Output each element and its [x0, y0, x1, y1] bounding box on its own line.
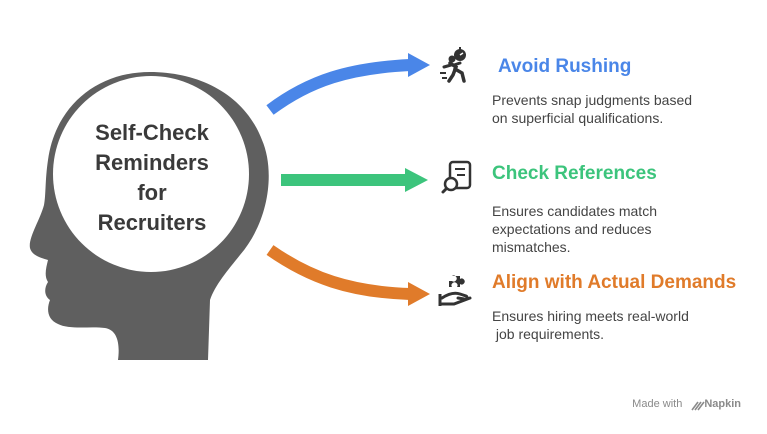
item-desc-avoid-rushing: Prevents snap judgments based on superfi…	[492, 91, 732, 127]
central-title-line: Recruiters	[97, 210, 207, 235]
item-title-check-references: Check References	[492, 163, 657, 184]
desc-line: on superficial qualifications.	[492, 110, 664, 126]
arrow-avoid-rushing	[266, 59, 411, 115]
item-desc-check-references: Ensures candidates match expectations an…	[492, 202, 732, 256]
central-title: Self-Check Reminders for Recruiters	[72, 118, 232, 238]
central-title-line: Self-Check	[95, 120, 209, 145]
desc-line: job requirements.	[492, 326, 605, 342]
napkin-watermark: Made with Napkin	[632, 398, 741, 410]
napkin-brand-label: Napkin	[704, 398, 741, 410]
desc-line: Prevents snap judgments based	[492, 92, 693, 108]
head-inner-circle	[53, 76, 249, 272]
document-search-icon	[441, 160, 472, 194]
made-with-label: Made with	[632, 398, 683, 410]
arrow-align-demands	[266, 245, 411, 300]
desc-line: Ensures candidates match	[492, 203, 657, 219]
arrow-check-references	[281, 174, 407, 186]
central-title-line: Reminders	[95, 150, 209, 175]
desc-line: Ensures hiring meets real-world	[492, 308, 689, 324]
item-title-align-demands: Align with Actual Demands	[492, 272, 737, 293]
central-title-line: for	[137, 180, 167, 205]
napkin-logo-icon	[691, 401, 705, 411]
desc-line: mismatches.	[492, 239, 571, 255]
arrowhead-align-demands	[408, 282, 430, 306]
item-desc-align-demands: Ensures hiring meets real-world job requ…	[492, 307, 732, 343]
desc-line: expectations and reduces	[492, 221, 652, 237]
hand-puzzle-piece-icon	[438, 275, 472, 306]
running-person-stopwatch-icon	[440, 47, 466, 83]
arrowhead-avoid-rushing	[408, 53, 430, 77]
item-title-avoid-rushing: Avoid Rushing	[498, 56, 632, 77]
arrowhead-check-references	[405, 168, 428, 192]
